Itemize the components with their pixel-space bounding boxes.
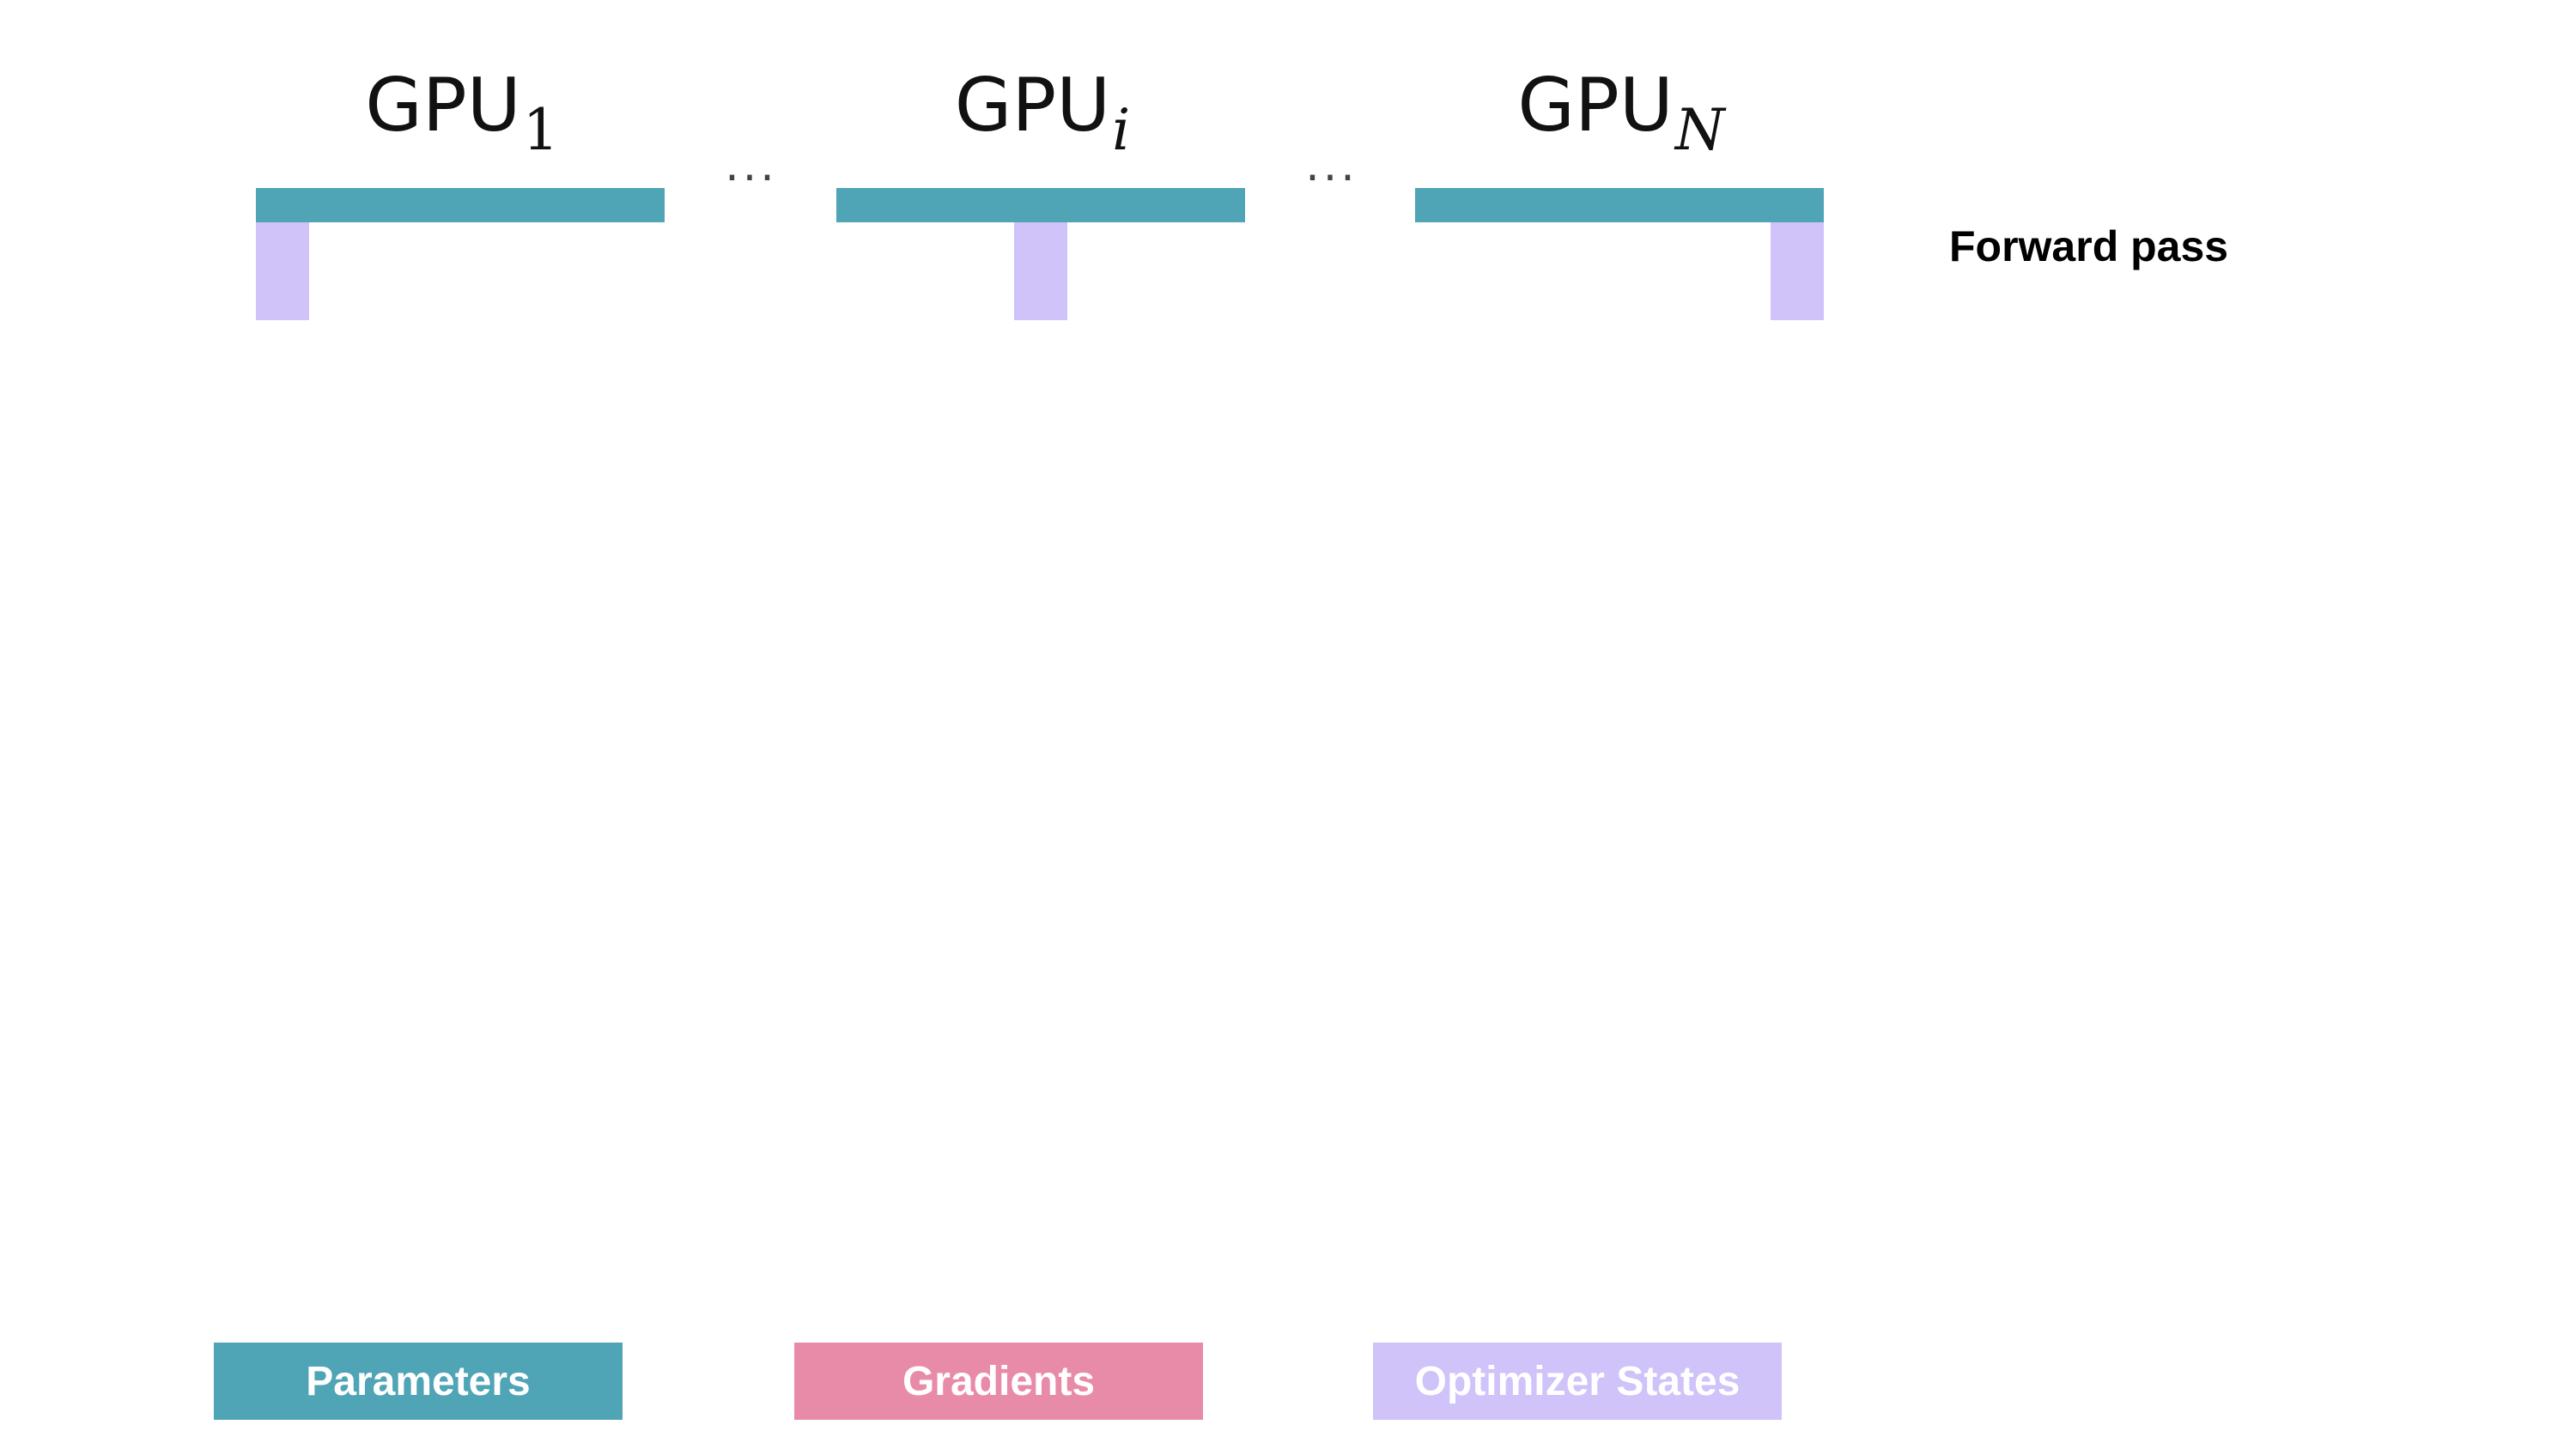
legend-gradients: Gradients [794, 1343, 1203, 1420]
gpu-n-optimizer-state-block [1771, 222, 1824, 320]
gpu-1-label: GPU1 [256, 62, 668, 163]
legend-gradients-label: Gradients [902, 1358, 1096, 1404]
gpu-i-label-base: GPU [954, 63, 1111, 149]
gpu-i-label-subscript: i [1112, 97, 1131, 163]
gpu-1-parameters-bar [256, 188, 665, 222]
gpu-n-label-subscript: N [1674, 97, 1725, 163]
gpu-1-label-base: GPU [365, 63, 521, 149]
gpu-i-optimizer-state-block [1014, 222, 1067, 320]
legend-parameters-label: Parameters [306, 1358, 531, 1404]
gpu-1-optimizer-state-block [256, 222, 309, 320]
gpu-i-label: GPUi [836, 62, 1249, 163]
ellipsis-1: ··· [725, 153, 778, 204]
ellipsis-2: ··· [1305, 153, 1358, 204]
legend-parameters: Parameters [214, 1343, 623, 1420]
legend-optimizer-states: Optimizer States [1373, 1343, 1782, 1420]
step-label: Forward pass [1949, 222, 2229, 270]
gpu-i-parameters-bar [836, 188, 1245, 222]
gpu-n-label-base: GPU [1517, 63, 1674, 149]
legend-optimizer-states-label: Optimizer States [1414, 1358, 1741, 1404]
gpu-n-parameters-bar [1415, 188, 1824, 222]
gpu-1-label-subscript: 1 [522, 97, 559, 163]
gpu-n-label: GPUN [1415, 62, 1827, 163]
